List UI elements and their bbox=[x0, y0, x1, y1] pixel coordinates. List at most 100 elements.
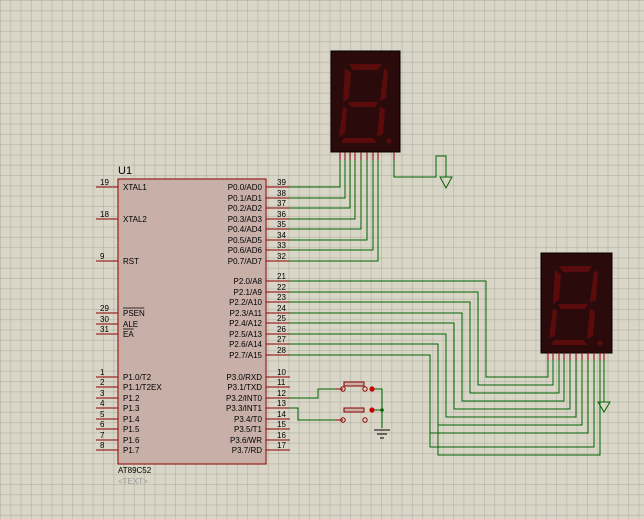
pin-number: 38 bbox=[277, 189, 286, 198]
pin-label: P0.6/AD6 bbox=[228, 246, 263, 255]
wires bbox=[290, 153, 605, 456]
pin-8[interactable]: 8P1.7 bbox=[96, 441, 140, 455]
pin-number: 28 bbox=[277, 346, 286, 355]
right-pin-group: 39P0.0/AD038P0.1/AD137P0.2/AD236P0.3/AD3… bbox=[226, 178, 290, 455]
wire-p07 bbox=[290, 153, 379, 262]
pin-2[interactable]: 2P1.1/T2EX bbox=[96, 378, 162, 392]
pin-number: 19 bbox=[100, 178, 109, 187]
pin-label: P0.0/AD0 bbox=[228, 183, 263, 192]
pin-label: P3.7/RD bbox=[232, 446, 262, 455]
pin-4[interactable]: 4P1.3 bbox=[96, 399, 140, 413]
pin-label: P1.4 bbox=[123, 415, 140, 424]
pin-label: P0.2/AD2 bbox=[228, 204, 263, 213]
wire-p25 bbox=[290, 333, 577, 418]
pin-number: 35 bbox=[277, 220, 286, 229]
pin-7[interactable]: 7P1.6 bbox=[96, 431, 140, 445]
ground-symbol-1 bbox=[439, 176, 453, 190]
pin-label: P3.5/T1 bbox=[234, 425, 263, 434]
ground-symbol-3 bbox=[374, 429, 390, 439]
wire-return-1 bbox=[429, 353, 595, 448]
pin-label: P0.4/AD4 bbox=[228, 225, 263, 234]
pin-number: 39 bbox=[277, 178, 286, 187]
chip-text-placeholder: <TEXT> bbox=[118, 477, 148, 486]
pin-label: P1.5 bbox=[123, 425, 140, 434]
pin-label: ALE bbox=[123, 320, 138, 329]
pin-number: 1 bbox=[100, 368, 105, 377]
wire-p02 bbox=[290, 153, 351, 209]
pin-label: P2.2/A10 bbox=[229, 298, 262, 307]
pin-number: 10 bbox=[277, 368, 286, 377]
pin-3[interactable]: 3P1.2 bbox=[96, 389, 140, 403]
wire-p22 bbox=[290, 301, 560, 394]
pin-5[interactable]: 5P1.4 bbox=[96, 410, 140, 424]
pin-number: 23 bbox=[277, 293, 286, 302]
pin-6[interactable]: 6P1.5 bbox=[96, 420, 140, 434]
ground-symbol-2 bbox=[597, 401, 611, 413]
pin-label: P1.3 bbox=[123, 404, 140, 413]
wire-p01 bbox=[290, 153, 346, 199]
pin-label: P2.0/A8 bbox=[234, 277, 263, 286]
pin-number: 13 bbox=[277, 399, 286, 408]
pin-number: 25 bbox=[277, 314, 286, 323]
pin-label: P2.1/A9 bbox=[234, 288, 263, 297]
pin-number: 30 bbox=[100, 315, 109, 324]
pin-number: 32 bbox=[277, 252, 286, 261]
display-1-pins bbox=[339, 152, 395, 160]
microcontroller-chip[interactable] bbox=[117, 178, 267, 465]
pin-number: 8 bbox=[100, 441, 105, 450]
pin-label: P2.7/A15 bbox=[229, 351, 262, 360]
pin-label: P0.7/AD7 bbox=[228, 257, 263, 266]
pin-label: P2.6/A14 bbox=[229, 340, 262, 349]
wire-p20 bbox=[290, 280, 549, 378]
chip-ref: U1 bbox=[118, 165, 132, 177]
wire-p06 bbox=[290, 153, 374, 251]
pin-number: 15 bbox=[277, 420, 286, 429]
seven-segment-display-1[interactable] bbox=[330, 50, 401, 160]
push-button-1[interactable] bbox=[336, 381, 375, 392]
seven-segment-display-2[interactable] bbox=[540, 252, 613, 360]
pin-number: 16 bbox=[277, 431, 286, 440]
pin-label: EA bbox=[123, 330, 134, 339]
wire-switch-common-1 bbox=[372, 388, 383, 428]
pin-label: P0.5/AD5 bbox=[228, 236, 263, 245]
display-1-segments bbox=[339, 64, 392, 144]
push-button-2[interactable] bbox=[336, 407, 384, 423]
display-2-segments bbox=[549, 266, 603, 346]
pin-number: 12 bbox=[277, 389, 286, 398]
pin-label: P1.1/T2EX bbox=[123, 383, 162, 392]
pin-1[interactable]: 1P1.0/T2 bbox=[96, 368, 152, 382]
